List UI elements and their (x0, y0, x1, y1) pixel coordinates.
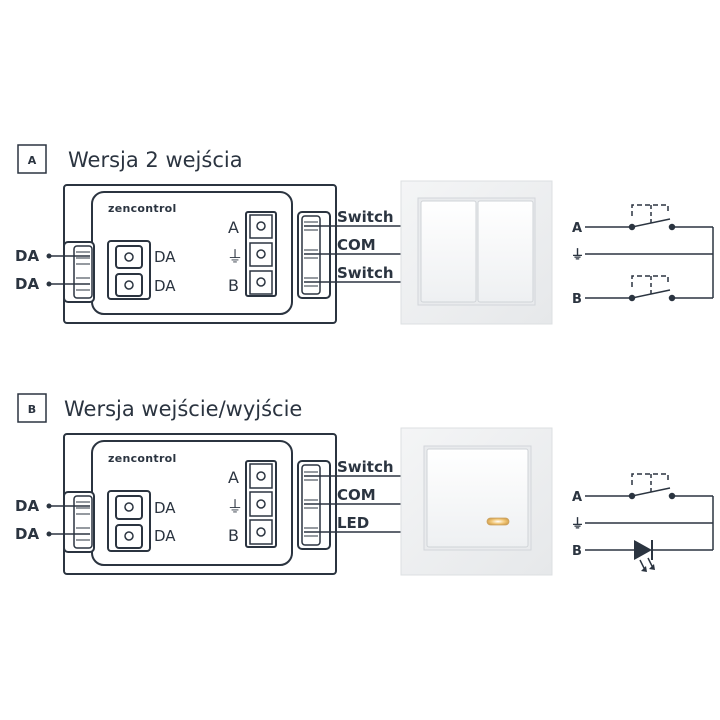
da-port-label: DA (154, 527, 176, 545)
schematic-input-output (585, 473, 714, 551)
right-terminal-connector (297, 460, 331, 550)
da-port-block (107, 240, 151, 300)
section-a: A Wersja 2 wejścia zencontrol DA DA A ⏚ (15, 144, 714, 325)
terminal-label: B (228, 276, 239, 295)
da-outer-label: DA (15, 275, 39, 293)
da-port-label: DA (154, 248, 176, 266)
section-badge-label: B (28, 403, 36, 416)
brand-logo: zencontrol (108, 452, 177, 465)
left-da-connector (63, 491, 95, 553)
wire-label: Switch (337, 458, 394, 476)
schematic-label: B (572, 544, 582, 559)
da-outer-label: DA (15, 247, 39, 265)
terminal-block (245, 211, 277, 297)
ground-icon: ⏚ (227, 497, 243, 516)
wire-label: COM (337, 236, 376, 254)
section-badge (17, 144, 47, 174)
schematic-label: A (572, 490, 582, 505)
da-outer-label: DA (15, 525, 39, 543)
schematic-label: A (572, 221, 582, 236)
schematic-label: B (572, 292, 582, 307)
ground-icon: ⏚ (571, 517, 584, 532)
led-indicator-icon (486, 517, 510, 526)
wire-label: Switch (337, 208, 394, 226)
ground-icon: ⏚ (227, 247, 243, 266)
da-outer-label: DA (15, 497, 39, 515)
wire-label: LED (337, 514, 369, 532)
left-da-connector (63, 241, 95, 303)
terminal-label: A (228, 468, 239, 487)
terminal-block (245, 460, 277, 548)
single-rocker-switch-with-led (400, 427, 553, 576)
da-port-label: DA (154, 277, 176, 295)
wire-label: Switch (337, 264, 394, 282)
da-port-label: DA (154, 499, 176, 517)
brand-logo: zencontrol (108, 202, 177, 215)
section-title: Wersja wejście/wyjście (64, 397, 302, 421)
led-diode-icon (634, 540, 655, 572)
terminal-label: B (228, 526, 239, 545)
ground-icon: ⏚ (571, 248, 584, 263)
schematic-two-inputs (585, 204, 714, 302)
da-port-block (107, 490, 151, 552)
section-b: B Wersja wejście/wyjście zencontrol DA D… (15, 393, 714, 576)
section-title: Wersja 2 wejścia (68, 148, 243, 172)
wire-label: COM (337, 486, 376, 504)
right-terminal-connector (297, 211, 331, 299)
terminal-label: A (228, 218, 239, 237)
section-badge (17, 393, 47, 423)
section-badge-label: A (28, 154, 37, 167)
double-rocker-switch (400, 180, 553, 325)
